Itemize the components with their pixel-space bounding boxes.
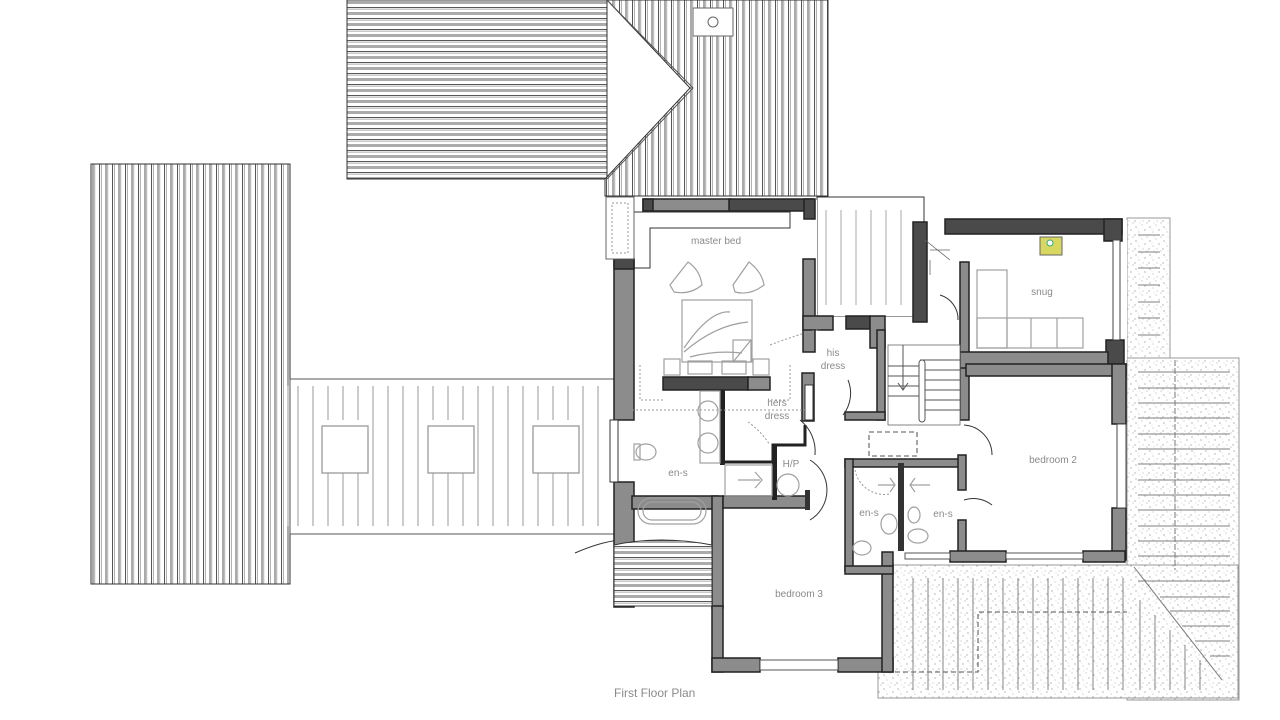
stair-direction-arrow-icon bbox=[897, 345, 909, 391]
room-label-hers-dress-line1: hers bbox=[767, 398, 786, 409]
armchair-icon bbox=[669, 261, 703, 294]
room-label-his-dress-line2: dress bbox=[821, 361, 845, 372]
toilet-icon bbox=[907, 528, 929, 544]
bathtub-icon bbox=[637, 497, 707, 525]
room-label-hers-dress-line2: dress bbox=[765, 411, 789, 422]
master-bed-furniture bbox=[632, 261, 805, 411]
double-bed-icon bbox=[681, 299, 753, 363]
sink-icon bbox=[697, 432, 719, 454]
room-label-en-suite-master: en-s bbox=[668, 468, 687, 479]
toilet-icon bbox=[635, 443, 657, 461]
snug-furniture bbox=[976, 236, 1084, 349]
room-labels: master bed his dress hers dress en-s H/P… bbox=[668, 236, 1077, 600]
room-label-en-suite-1: en-s bbox=[859, 508, 878, 519]
room-label-master-bed: master bed bbox=[691, 236, 741, 247]
roof-middle bbox=[816, 196, 925, 318]
drawing-title: First Floor Plan bbox=[614, 686, 695, 700]
room-label-bedroom-2: bedroom 2 bbox=[1029, 455, 1077, 466]
balcony-deck bbox=[613, 539, 713, 607]
bedside-lamp-icon bbox=[663, 358, 681, 376]
rooflight-3 bbox=[532, 425, 580, 474]
en-suite-master-fixtures bbox=[633, 390, 800, 525]
sink-icon bbox=[697, 400, 719, 422]
room-label-en-suite-2: en-s bbox=[933, 509, 952, 520]
bedside-lamp-icon bbox=[752, 358, 770, 376]
rooflight-2 bbox=[427, 425, 475, 474]
room-label-snug: snug bbox=[1031, 287, 1053, 298]
sink-icon bbox=[907, 506, 921, 524]
rooflight-1 bbox=[321, 425, 369, 474]
sink-icon bbox=[852, 540, 872, 556]
toilet-icon bbox=[880, 513, 898, 535]
roof-top bbox=[346, 0, 829, 197]
staircase bbox=[887, 239, 961, 426]
gravel-terrace bbox=[877, 217, 1240, 701]
hot-water-cylinder-icon bbox=[776, 473, 800, 497]
shower-icon bbox=[878, 477, 896, 493]
room-label-his-dress-line1: his bbox=[827, 348, 840, 359]
en-suite-block-fixtures bbox=[852, 477, 930, 556]
room-label-hot-press: H/P bbox=[783, 459, 800, 470]
armchair-icon bbox=[732, 261, 765, 294]
doors bbox=[747, 294, 993, 521]
shower-icon bbox=[909, 477, 930, 493]
roof-link bbox=[287, 378, 621, 554]
shower-icon bbox=[724, 464, 773, 497]
room-label-bedroom-3: bedroom 3 bbox=[775, 589, 823, 600]
roof-left bbox=[90, 163, 291, 585]
walls bbox=[605, 196, 1127, 673]
